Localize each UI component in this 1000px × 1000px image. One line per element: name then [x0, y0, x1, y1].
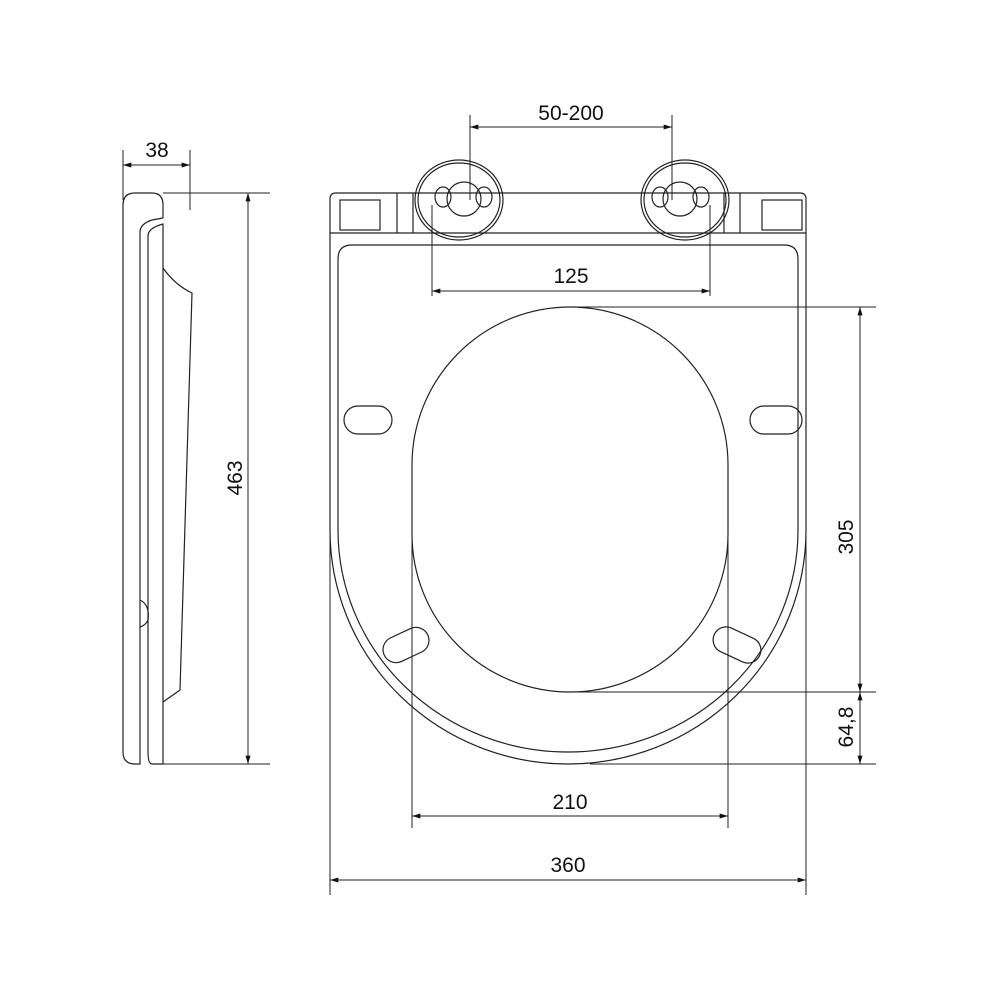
- opening-length-label: 305: [835, 519, 858, 554]
- hinge-range-label: 50-200: [538, 102, 603, 125]
- front-view: 50-200 125 305 64,8 210 360: [329, 102, 876, 895]
- height-dimension-label: 463: [224, 460, 247, 495]
- rim-front-label: 64,8: [835, 707, 858, 748]
- depth-dimension-label: 38: [145, 139, 168, 162]
- opening-width-label: 210: [552, 791, 587, 814]
- overall-width-label: 360: [550, 854, 585, 877]
- hinge-left: [414, 159, 504, 241]
- side-view: 38 463: [122, 139, 270, 765]
- hinge-right: [640, 159, 730, 241]
- hinge-spacing-label: 125: [553, 265, 588, 288]
